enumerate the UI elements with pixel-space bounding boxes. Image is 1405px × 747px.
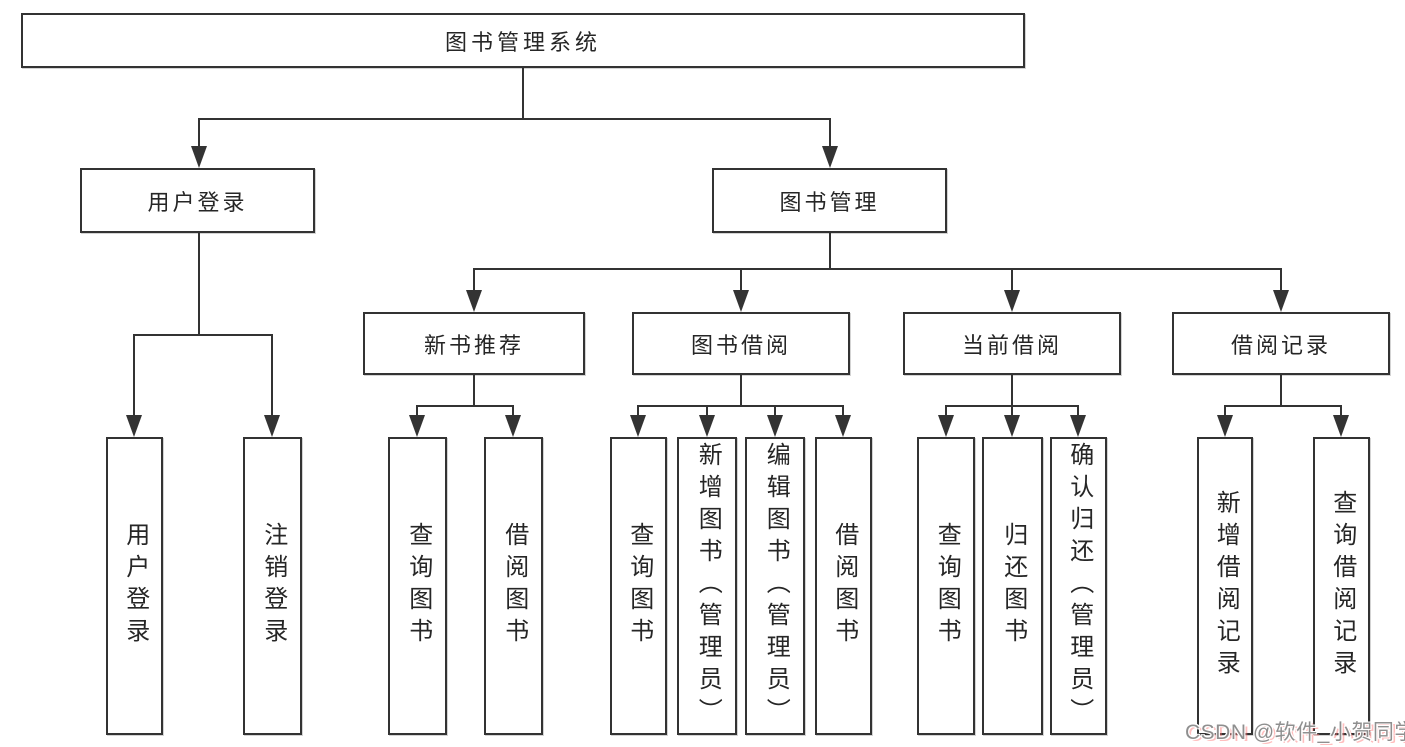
node-label: 确认归还（管理员） (1065, 442, 1093, 730)
node-label: 用户登录 (147, 189, 248, 215)
node-label: 新书推荐 (423, 332, 524, 358)
node-borrowing-records: 借阅记录 (1172, 312, 1390, 375)
node-query-books-recommend: 查询图书 (388, 437, 447, 735)
node-add-borrow-record: 新增借阅记录 (1197, 437, 1253, 735)
connector-vline (1077, 405, 1079, 418)
arrow-down-icon (1070, 415, 1086, 437)
connector-vline (637, 405, 639, 418)
arrow-down-icon (699, 415, 715, 437)
arrow-down-icon (409, 415, 425, 437)
arrow-down-icon (1004, 415, 1020, 437)
arrow-down-icon (938, 415, 954, 437)
arrow-down-icon (191, 146, 207, 168)
connector-vline (416, 405, 418, 418)
node-library-management-system: 图书管理系统 (21, 13, 1025, 68)
arrow-down-icon (1273, 290, 1289, 312)
arrow-down-icon (733, 290, 749, 312)
node-query-borrow-record: 查询借阅记录 (1313, 437, 1370, 735)
connector-vline (842, 405, 844, 418)
connector-vline (1280, 373, 1282, 407)
node-label: 注销登录 (259, 522, 287, 650)
connector-hline (198, 118, 831, 120)
connector-hline (473, 268, 1282, 270)
node-book-management: 图书管理 (712, 168, 947, 233)
node-confirm-return-admin: 确认归还（管理员） (1050, 437, 1107, 735)
node-label: 借阅图书 (500, 522, 528, 650)
arrow-down-icon (264, 415, 280, 437)
node-book-borrowing: 图书借阅 (632, 312, 850, 375)
connector-vline (706, 405, 708, 418)
node-label: 查询图书 (625, 522, 653, 650)
connector-vline (271, 334, 273, 415)
node-label: 新增图书（管理员） (694, 442, 722, 730)
connector-hline (637, 405, 844, 407)
arrow-down-icon (505, 415, 521, 437)
arrow-down-icon (1333, 415, 1349, 437)
node-label: 归还图书 (999, 522, 1027, 650)
connector-vline (740, 268, 742, 293)
connector-vline (198, 118, 200, 150)
arrow-down-icon (1004, 290, 1020, 312)
node-edit-books-admin: 编辑图书（管理员） (745, 437, 805, 735)
node-borrow-books-recommend: 借阅图书 (484, 437, 543, 735)
connector-vline (945, 405, 947, 418)
node-user-login: 用户登录 (80, 168, 315, 233)
connector-vline (473, 373, 475, 407)
arrow-down-icon (126, 415, 142, 437)
node-label: 图书管理 (779, 189, 880, 215)
node-add-books-admin: 新增图书（管理员） (677, 437, 737, 735)
connector-vline (1280, 268, 1282, 293)
node-current-borrowing: 当前借阅 (903, 312, 1121, 375)
connector-hline (416, 405, 514, 407)
node-label: 查询借阅记录 (1328, 490, 1356, 682)
node-label: 新增借阅记录 (1212, 490, 1240, 682)
connector-vline (1011, 373, 1013, 407)
arrow-down-icon (767, 415, 783, 437)
connector-vline (512, 405, 514, 418)
connector-vline (829, 231, 831, 270)
connector-vline (522, 66, 524, 119)
connector-vline (198, 231, 200, 335)
arrow-down-icon (822, 146, 838, 168)
node-label: 编辑图书（管理员） (762, 442, 790, 730)
arrow-down-icon (630, 415, 646, 437)
node-label: 查询图书 (404, 522, 432, 650)
node-query-books-current: 查询图书 (917, 437, 975, 735)
node-new-book-recommendation: 新书推荐 (363, 312, 585, 375)
node-user-login-leaf: 用户登录 (106, 437, 163, 735)
node-query-books-borrowing: 查询图书 (610, 437, 667, 735)
node-label: 用户登录 (121, 522, 149, 650)
node-label: 图书借阅 (690, 332, 791, 358)
connector-vline (1340, 405, 1342, 418)
watermark: CSDN @软件_小贺同学 (1185, 721, 1405, 744)
connector-vline (1011, 405, 1013, 418)
arrow-down-icon (1217, 415, 1233, 437)
connector-vline (1011, 268, 1013, 293)
connector-hline (133, 334, 273, 336)
node-label: 查询图书 (933, 522, 961, 650)
node-return-books: 归还图书 (982, 437, 1043, 735)
connector-vline (829, 118, 831, 150)
connector-vline (774, 405, 776, 418)
node-logout: 注销登录 (243, 437, 302, 735)
node-label: 图书管理系统 (444, 29, 601, 55)
node-borrow-books-borrowing: 借阅图书 (815, 437, 872, 735)
connector-vline (133, 334, 135, 415)
connector-hline (1224, 405, 1342, 407)
node-label: 借阅记录 (1230, 332, 1331, 358)
arrow-down-icon (835, 415, 851, 437)
node-label: 当前借阅 (961, 332, 1062, 358)
connector-vline (740, 373, 742, 407)
connector-vline (1224, 405, 1226, 418)
connector-vline (473, 268, 475, 293)
arrow-down-icon (466, 290, 482, 312)
node-label: 借阅图书 (830, 522, 858, 650)
